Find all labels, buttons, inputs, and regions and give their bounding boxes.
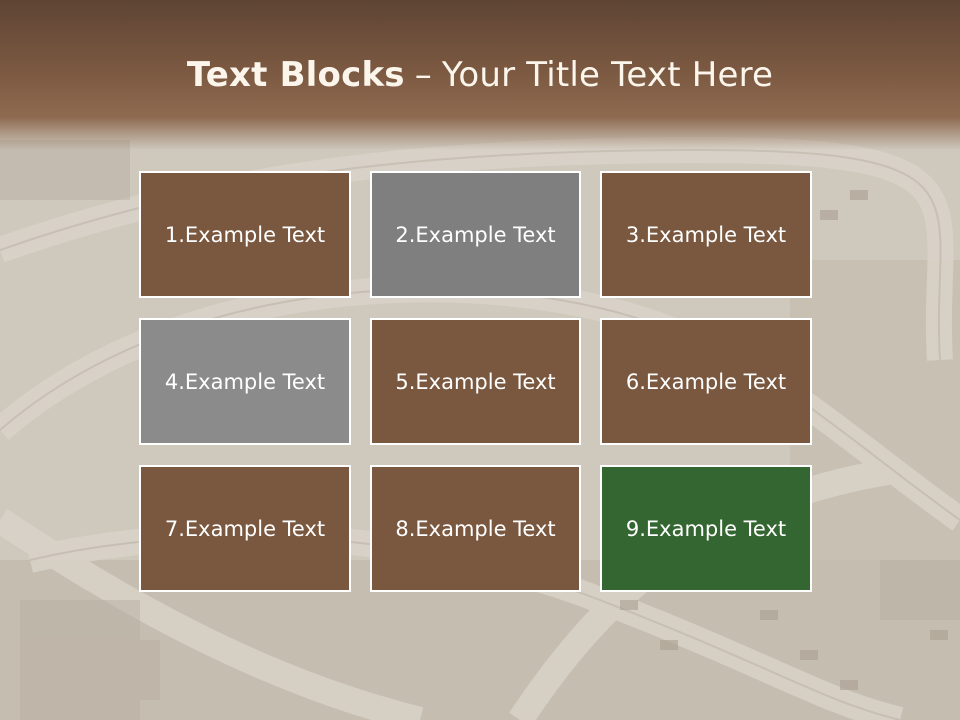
text-block-label: 1.Example Text bbox=[164, 222, 326, 247]
text-block-2[interactable]: 2.Example Text bbox=[370, 171, 581, 298]
title-separator: – bbox=[414, 55, 432, 95]
text-block-5[interactable]: 5.Example Text bbox=[370, 318, 581, 445]
slide-title[interactable]: Text Blocks–Your Title Text Here bbox=[0, 52, 960, 98]
text-block-9[interactable]: 9.Example Text bbox=[600, 465, 812, 592]
header-band bbox=[0, 0, 960, 150]
text-block-label: 4.Example Text bbox=[164, 369, 326, 394]
text-block-6[interactable]: 6.Example Text bbox=[600, 318, 812, 445]
text-block-7[interactable]: 7.Example Text bbox=[139, 465, 351, 592]
text-block-8[interactable]: 8.Example Text bbox=[370, 465, 581, 592]
text-block-label: 5.Example Text bbox=[395, 369, 556, 394]
text-block-1[interactable]: 1.Example Text bbox=[139, 171, 351, 298]
text-block-label: 9.Example Text bbox=[625, 516, 787, 541]
title-rest-part: Your Title Text Here bbox=[441, 55, 774, 95]
title-bold-part: Text Blocks bbox=[186, 55, 405, 95]
text-block-label: 2.Example Text bbox=[395, 222, 556, 247]
text-block-4[interactable]: 4.Example Text bbox=[139, 318, 351, 445]
text-block-label: 7.Example Text bbox=[164, 516, 326, 541]
text-blocks-grid: 1.Example Text 2.Example Text 3.Example … bbox=[139, 171, 812, 592]
text-block-label: 6.Example Text bbox=[625, 369, 787, 394]
text-block-3[interactable]: 3.Example Text bbox=[600, 171, 812, 298]
text-block-label: 8.Example Text bbox=[395, 516, 556, 541]
text-block-label: 3.Example Text bbox=[625, 222, 787, 247]
